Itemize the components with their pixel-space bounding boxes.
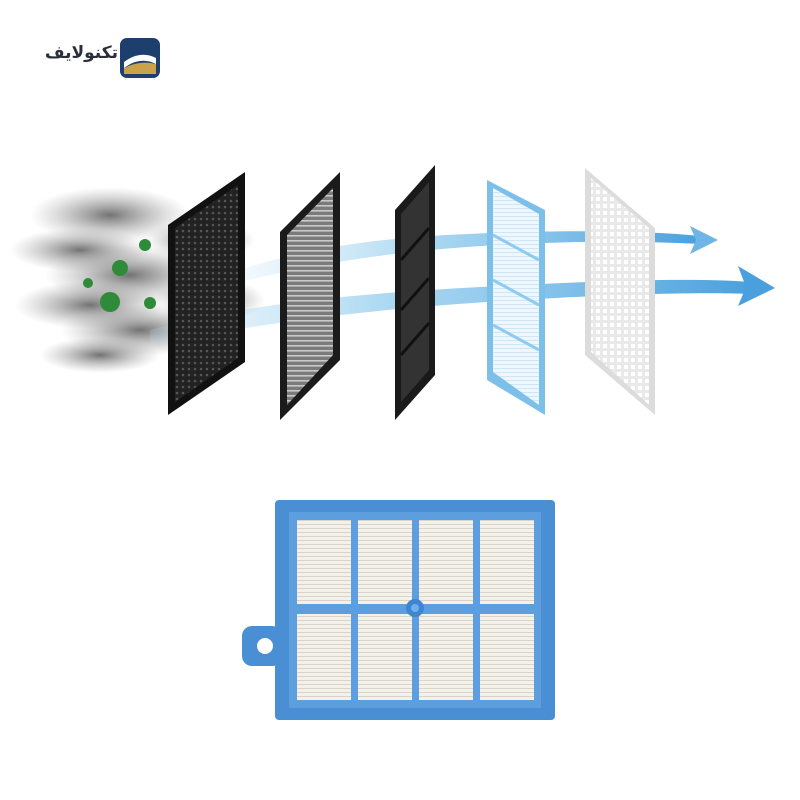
- layer-carbon-grid: [395, 165, 435, 420]
- germ-particles: [83, 239, 156, 312]
- arrow-lower-icon: [738, 266, 775, 306]
- airflow-stream: [150, 231, 750, 346]
- arrow-upper-icon: [690, 226, 718, 254]
- layer-white-mesh: [585, 168, 655, 415]
- hepa-filter-product: [242, 500, 555, 720]
- technolife-logo-icon: [120, 38, 160, 78]
- layer-activated-carbon: [168, 172, 245, 415]
- layer-blue-frame: [487, 180, 545, 415]
- brand-logo: تکنولایف: [38, 38, 163, 82]
- brand-logo-text: تکنولایف: [44, 43, 118, 63]
- layer-hepa: [280, 172, 340, 420]
